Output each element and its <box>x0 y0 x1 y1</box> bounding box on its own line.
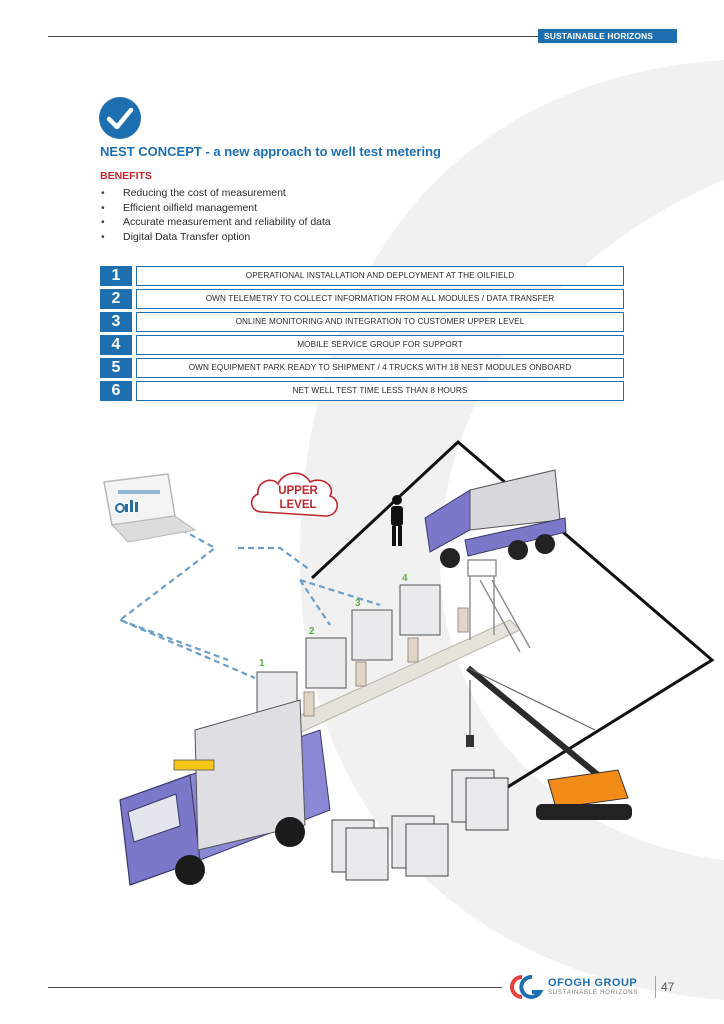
cloud-label-line: LEVEL <box>279 499 317 511</box>
step-text: MOBILE SERVICE GROUP FOR SUPPORT <box>136 335 624 355</box>
step-number: 4 <box>100 335 132 355</box>
oilfield-illustration <box>103 439 715 886</box>
logo-subtitle: SUSTAINABLE HORIZONS <box>548 990 639 996</box>
step-row: 3 ONLINE MONITORING AND INTEGRATION TO C… <box>100 312 624 332</box>
module-number: 4 <box>402 573 408 584</box>
header-tag: SUSTAINABLE HORIZONS <box>538 29 677 43</box>
logo-mark-icon <box>510 975 544 999</box>
logo-text: OFOGH GROUP <box>548 977 638 989</box>
module-stack <box>331 769 509 881</box>
step-row: 6 NET WELL TEST TIME LESS THAN 8 HOURS <box>100 381 624 401</box>
module-number: 3 <box>355 598 361 609</box>
step-text: OWN TELEMETRY TO COLLECT INFORMATION FRO… <box>136 289 624 309</box>
page-separator <box>655 976 656 998</box>
step-text: NET WELL TEST TIME LESS THAN 8 HOURS <box>136 381 624 401</box>
benefit-item: Efficient oilfield management <box>100 201 331 216</box>
laptop-icon <box>103 473 197 543</box>
page-number: 47 <box>661 980 675 994</box>
benefit-item: Accurate measurement and reliability of … <box>100 215 331 230</box>
truck-top <box>424 469 567 568</box>
step-row: 5 OWN EQUIPMENT PARK READY TO SHIPMENT /… <box>100 358 624 378</box>
field-boundary <box>310 439 715 800</box>
step-text: OPERATIONAL INSTALLATION AND DEPLOYMENT … <box>136 266 624 286</box>
person-icon <box>391 495 403 546</box>
benefits-list: Reducing the cost of measurement Efficie… <box>100 186 331 244</box>
step-row: 1 OPERATIONAL INSTALLATION AND DEPLOYMEN… <box>100 266 624 286</box>
step-number: 5 <box>100 358 132 378</box>
upper-level-label: UPPER LEVEL <box>258 484 338 512</box>
benefits-heading: BENEFITS <box>100 170 152 182</box>
header-rule <box>48 36 538 37</box>
truck-bottom <box>119 699 331 886</box>
wellheads <box>303 607 469 717</box>
step-row: 2 OWN TELEMETRY TO COLLECT INFORMATION F… <box>100 289 624 309</box>
steps-table: 1 OPERATIONAL INSTALLATION AND DEPLOYMEN… <box>100 266 624 404</box>
step-number: 6 <box>100 381 132 401</box>
step-number: 2 <box>100 289 132 309</box>
crane <box>466 665 632 820</box>
company-logo: OFOGH GROUP SUSTAINABLE HORIZONS <box>510 974 650 1002</box>
step-number: 1 <box>100 266 132 286</box>
step-text: OWN EQUIPMENT PARK READY TO SHIPMENT / 4… <box>136 358 624 378</box>
cloud-label-line: UPPER <box>278 485 318 497</box>
page-title: NEST CONCEPT - a new approach to well te… <box>100 144 441 159</box>
stair-platform <box>467 559 531 653</box>
step-number: 3 <box>100 312 132 332</box>
checkmark-icon <box>99 97 141 139</box>
module-number: 2 <box>309 626 315 637</box>
benefit-item: Digital Data Transfer option <box>100 230 331 245</box>
cloud-icon <box>250 472 338 517</box>
footer-rule <box>48 987 502 988</box>
step-row: 4 MOBILE SERVICE GROUP FOR SUPPORT <box>100 335 624 355</box>
step-text: ONLINE MONITORING AND INTEGRATION TO CUS… <box>136 312 624 332</box>
module-number: 1 <box>259 658 265 669</box>
benefit-item: Reducing the cost of measurement <box>100 186 331 201</box>
